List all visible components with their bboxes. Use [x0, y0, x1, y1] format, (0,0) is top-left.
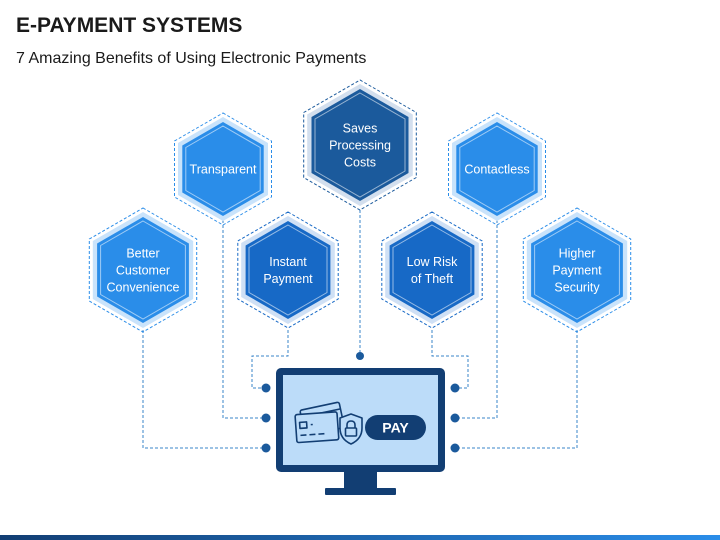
connector-instant-payment: [251, 330, 289, 389]
node-right-2: [450, 413, 460, 423]
hexagon-label: Processing: [329, 139, 391, 153]
connector-lines: [142, 210, 578, 449]
connector-low-risk-of-theft: [431, 330, 469, 389]
pay-button[interactable]: PAY: [365, 415, 426, 440]
hexagon-label: Costs: [344, 156, 376, 170]
hexagon-outline: [522, 207, 632, 333]
hexagon-transparent: Transparent: [174, 112, 272, 226]
hexagon-contactless: Contactless: [448, 112, 546, 226]
hexagon-fill: [182, 122, 264, 216]
node-right-3: [450, 443, 460, 453]
hexagon-label: Low Risk: [407, 255, 458, 269]
hexagon-fill: [531, 217, 623, 323]
hexagon-label: Payment: [552, 264, 602, 278]
connector-nodes: [261, 352, 460, 453]
hexagon-label: Better: [126, 247, 159, 261]
node-left-1: [261, 383, 271, 393]
hexagon-inner-line: [248, 224, 328, 316]
hexagon-label: Payment: [263, 272, 313, 286]
hexagon-outline: [448, 112, 546, 226]
connector-higher-payment-security: [455, 330, 578, 449]
page-title: E-PAYMENT SYSTEMS: [16, 14, 243, 37]
monitor-neck: [344, 472, 377, 488]
connector-better-customer-convenience: [142, 330, 266, 449]
monitor-base: [325, 488, 396, 495]
hexagon-fill: [311, 89, 409, 201]
hexagon-fill: [389, 221, 475, 319]
pay-button-bg: [365, 415, 426, 440]
hexagon-fill: [245, 221, 331, 319]
node-left-3: [261, 443, 271, 453]
hexagon-label: Customer: [116, 264, 170, 278]
node-left-2: [261, 413, 271, 423]
credit-cards-icon: [294, 401, 345, 444]
hexagon-label: Security: [554, 281, 600, 295]
hexagon-label: Higher: [559, 247, 596, 261]
hexagon-label: Instant: [269, 255, 307, 269]
hexagon-inner-line: [100, 220, 186, 320]
security-shield-icon: [339, 413, 363, 445]
pay-button-label: PAY: [382, 420, 409, 436]
hexagon-outline: [303, 79, 417, 211]
monitor: PAY: [276, 368, 445, 495]
hexagon-outline: [174, 112, 272, 226]
page-subtitle: 7 Amazing Benefits of Using Electronic P…: [16, 50, 367, 67]
hexagon-label: Transparent: [190, 163, 257, 177]
hexagon-inner-line: [185, 125, 261, 213]
hexagon-inner-line: [534, 220, 620, 320]
hexagon-outline: [237, 211, 339, 329]
hexagon-label: Saves: [343, 122, 378, 136]
hexagon-inner-line: [314, 92, 406, 198]
hexagon-outline: [88, 207, 198, 333]
hexagon-inner-line: [459, 125, 535, 213]
hexagon-inner-line: [392, 224, 472, 316]
hexagon-low-risk-of-theft: Low Risk of Theft: [381, 211, 483, 329]
hexagon-label: of Theft: [411, 272, 454, 286]
hexagon-label: Convenience: [107, 281, 180, 295]
hexagon-outline: [381, 211, 483, 329]
node-top: [356, 352, 364, 360]
node-right-1: [450, 383, 460, 393]
hexagon-fill: [97, 217, 189, 323]
hexagon-fill: [456, 122, 538, 216]
connector-transparent: [222, 220, 266, 419]
hexagon-label: Contactless: [464, 163, 529, 177]
connector-contactless: [455, 220, 498, 419]
bottom-accent-bar: [0, 535, 720, 540]
